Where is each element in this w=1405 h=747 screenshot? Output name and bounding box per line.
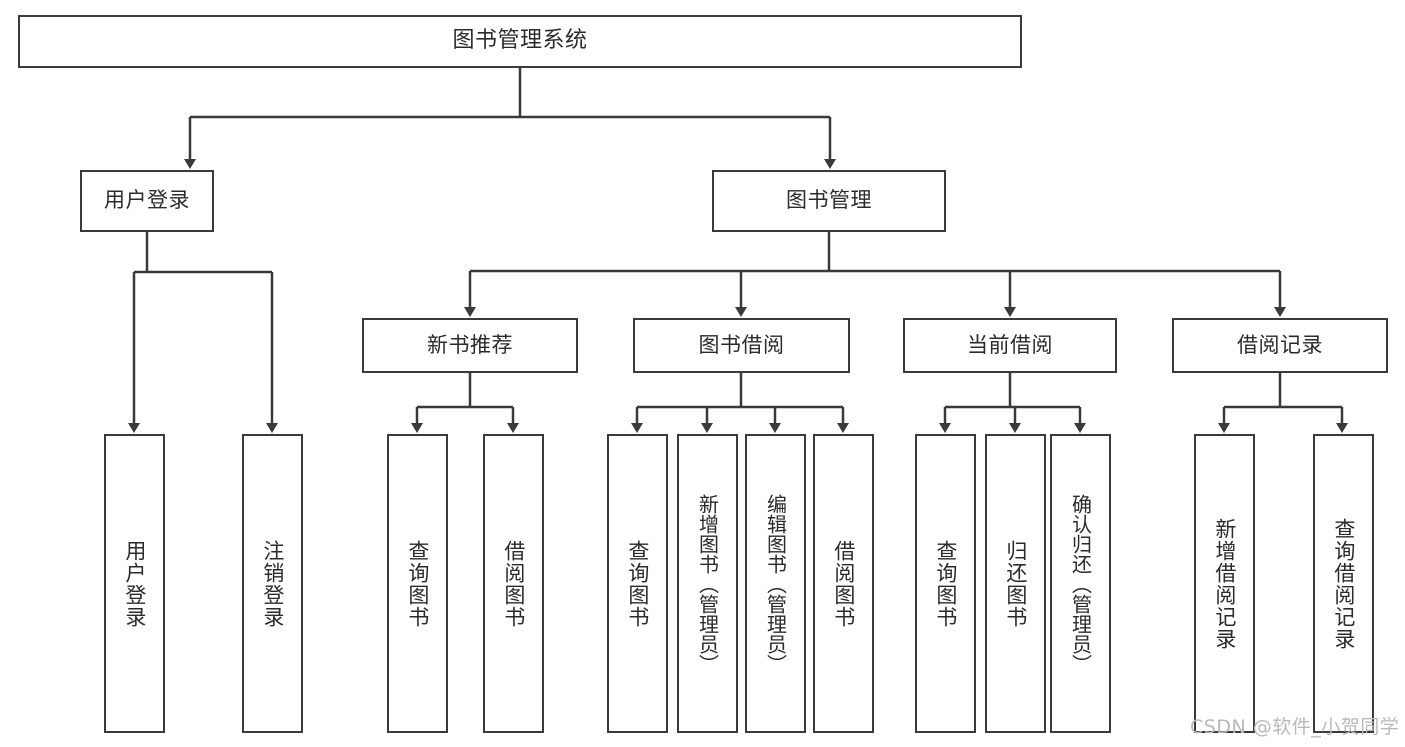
node-label: 新增图书（管理员） bbox=[695, 493, 720, 674]
node-label: 查询图书 bbox=[933, 539, 958, 628]
csdn-watermark: CSDN @软件_小贺同学 bbox=[1190, 716, 1400, 738]
node-label: 图书借阅 bbox=[698, 332, 785, 357]
node-label: 查询借阅记录 bbox=[1331, 517, 1356, 650]
leaf-logout[interactable]: 注销登录 bbox=[242, 434, 303, 733]
leaf-query-book-current[interactable]: 查询图书 bbox=[915, 434, 976, 733]
node-label: 注销登录 bbox=[260, 539, 285, 628]
leaf-query-book-newbook[interactable]: 查询图书 bbox=[387, 434, 448, 733]
leaf-add-book-admin[interactable]: 新增图书（管理员） bbox=[677, 434, 738, 733]
leaf-edit-book-admin[interactable]: 编辑图书（管理员） bbox=[745, 434, 806, 733]
node-label: 归还图书 bbox=[1003, 539, 1028, 628]
node-label: 图书管理 bbox=[786, 188, 872, 213]
node-label: 新书推荐 bbox=[427, 332, 513, 357]
node-label: 借阅图书 bbox=[831, 539, 856, 628]
leaf-add-borrow-record[interactable]: 新增借阅记录 bbox=[1194, 434, 1255, 733]
node-root-system[interactable]: 图书管理系统 bbox=[18, 15, 1022, 68]
node-label: 确认归还（管理员） bbox=[1068, 493, 1093, 674]
node-book-management[interactable]: 图书管理 bbox=[712, 170, 946, 232]
node-label: 编辑图书（管理员） bbox=[763, 493, 788, 674]
node-label: 当前借阅 bbox=[967, 332, 1053, 357]
leaf-query-book-borrow[interactable]: 查询图书 bbox=[607, 434, 668, 733]
leaf-query-borrow-record[interactable]: 查询借阅记录 bbox=[1313, 434, 1374, 733]
node-label: 图书管理系统 bbox=[452, 28, 588, 54]
leaf-confirm-return-admin[interactable]: 确认归还（管理员） bbox=[1050, 434, 1111, 733]
node-book-borrow[interactable]: 图书借阅 bbox=[633, 318, 850, 373]
node-label: 查询图书 bbox=[625, 539, 650, 628]
node-current-borrow[interactable]: 当前借阅 bbox=[903, 318, 1117, 373]
leaf-borrow-book-borrow[interactable]: 借阅图书 bbox=[813, 434, 874, 733]
node-label: 用户登录 bbox=[104, 188, 190, 213]
leaf-borrow-book-newbook[interactable]: 借阅图书 bbox=[483, 434, 544, 733]
node-borrow-record[interactable]: 借阅记录 bbox=[1172, 318, 1388, 373]
leaf-user-login[interactable]: 用户登录 bbox=[104, 434, 165, 733]
node-label: 借阅图书 bbox=[501, 539, 526, 628]
node-user-login[interactable]: 用户登录 bbox=[80, 170, 214, 232]
leaf-return-book[interactable]: 归还图书 bbox=[985, 434, 1046, 733]
node-new-book-recommend[interactable]: 新书推荐 bbox=[362, 318, 578, 373]
node-label: 用户登录 bbox=[122, 539, 147, 628]
node-label: 借阅记录 bbox=[1237, 332, 1323, 357]
node-label: 新增借阅记录 bbox=[1212, 517, 1237, 650]
node-label: 查询图书 bbox=[405, 539, 430, 628]
